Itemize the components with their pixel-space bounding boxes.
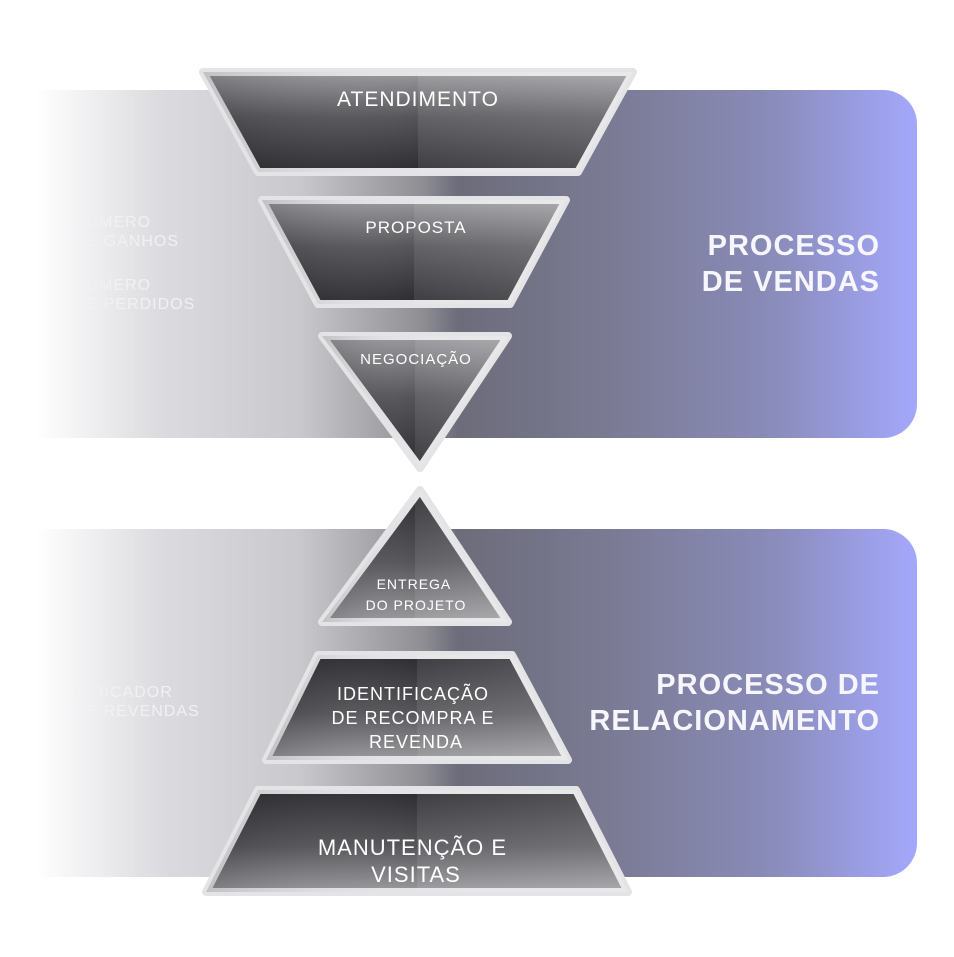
metric-resales: INDICADOR DE REVENDAS	[74, 683, 200, 721]
metric-losses: NÚMERO DE PERDIDOS	[74, 276, 195, 314]
pyramid-stage-manutencao-line-1: MANUTENÇÃO E	[318, 835, 507, 860]
pyramid-stage-manutencao: MANUTENÇÃO E VISITAS	[202, 786, 632, 896]
funnel-stage-negociacao: NEGOCIAÇÃO	[318, 332, 512, 472]
pyramid-stage-entrega-line-1: ENTREGA	[377, 576, 451, 592]
pyramid-stage-identificacao-line-1: IDENTIFICAÇÃO	[337, 683, 489, 704]
pyramid-stage-identificacao-line-3: REVENDA	[369, 732, 463, 752]
pyramid-stage-identificacao-label: IDENTIFICAÇÃO DE RECOMPRA E REVENDA	[331, 683, 500, 752]
sales-process-title-line-1: PROCESSO	[707, 230, 880, 262]
funnel-stage-negociacao-label: NEGOCIAÇÃO	[360, 351, 472, 368]
metric-wins-line-2: DE GANHOS	[74, 233, 180, 250]
sales-process-title: PROCESSO DE VENDAS	[702, 228, 880, 300]
pyramid-stage-entrega: ENTREGA DO PROJETO	[318, 486, 512, 626]
funnel-stage-proposta: PROPOSTA	[258, 196, 570, 308]
sales-process-title-line-2: DE VENDAS	[701, 266, 880, 298]
funnel-stage-atendimento: ATENDIMENTO	[199, 68, 637, 176]
metric-wins: NÚMERO DE GANHOS	[74, 213, 179, 251]
pyramid-stage-manutencao-label: MANUTENÇÃO E VISITAS	[318, 835, 514, 887]
metric-wins-line-1: NÚMERO	[74, 214, 152, 231]
relationship-process-title-line-2: RELACIONAMENTO	[589, 705, 880, 737]
metric-resales-line-1: INDICADOR	[74, 684, 173, 701]
relationship-process-title: PROCESSO DE RELACIONAMENTO	[589, 667, 880, 739]
pyramid-stage-identificacao: IDENTIFICAÇÃO DE RECOMPRA E REVENDA	[262, 651, 572, 764]
metric-losses-line-2: DE PERDIDOS	[74, 296, 196, 313]
metric-resales-line-2: DE REVENDAS	[74, 703, 200, 720]
pyramid-stage-entrega-line-2: DO PROJETO	[366, 597, 467, 613]
funnel-stage-atendimento-label: ATENDIMENTO	[337, 88, 499, 111]
pyramid-stage-entrega-label: ENTREGA DO PROJETO	[366, 576, 467, 613]
relationship-process-title-line-1: PROCESSO DE	[656, 669, 880, 701]
metric-losses-line-1: NÚMERO	[74, 277, 152, 294]
funnel-stage-proposta-label: PROPOSTA	[365, 218, 466, 237]
pyramid-stage-identificacao-line-2: DE RECOMPRA E	[331, 708, 494, 728]
pyramid-stage-manutencao-line-2: VISITAS	[371, 862, 461, 887]
